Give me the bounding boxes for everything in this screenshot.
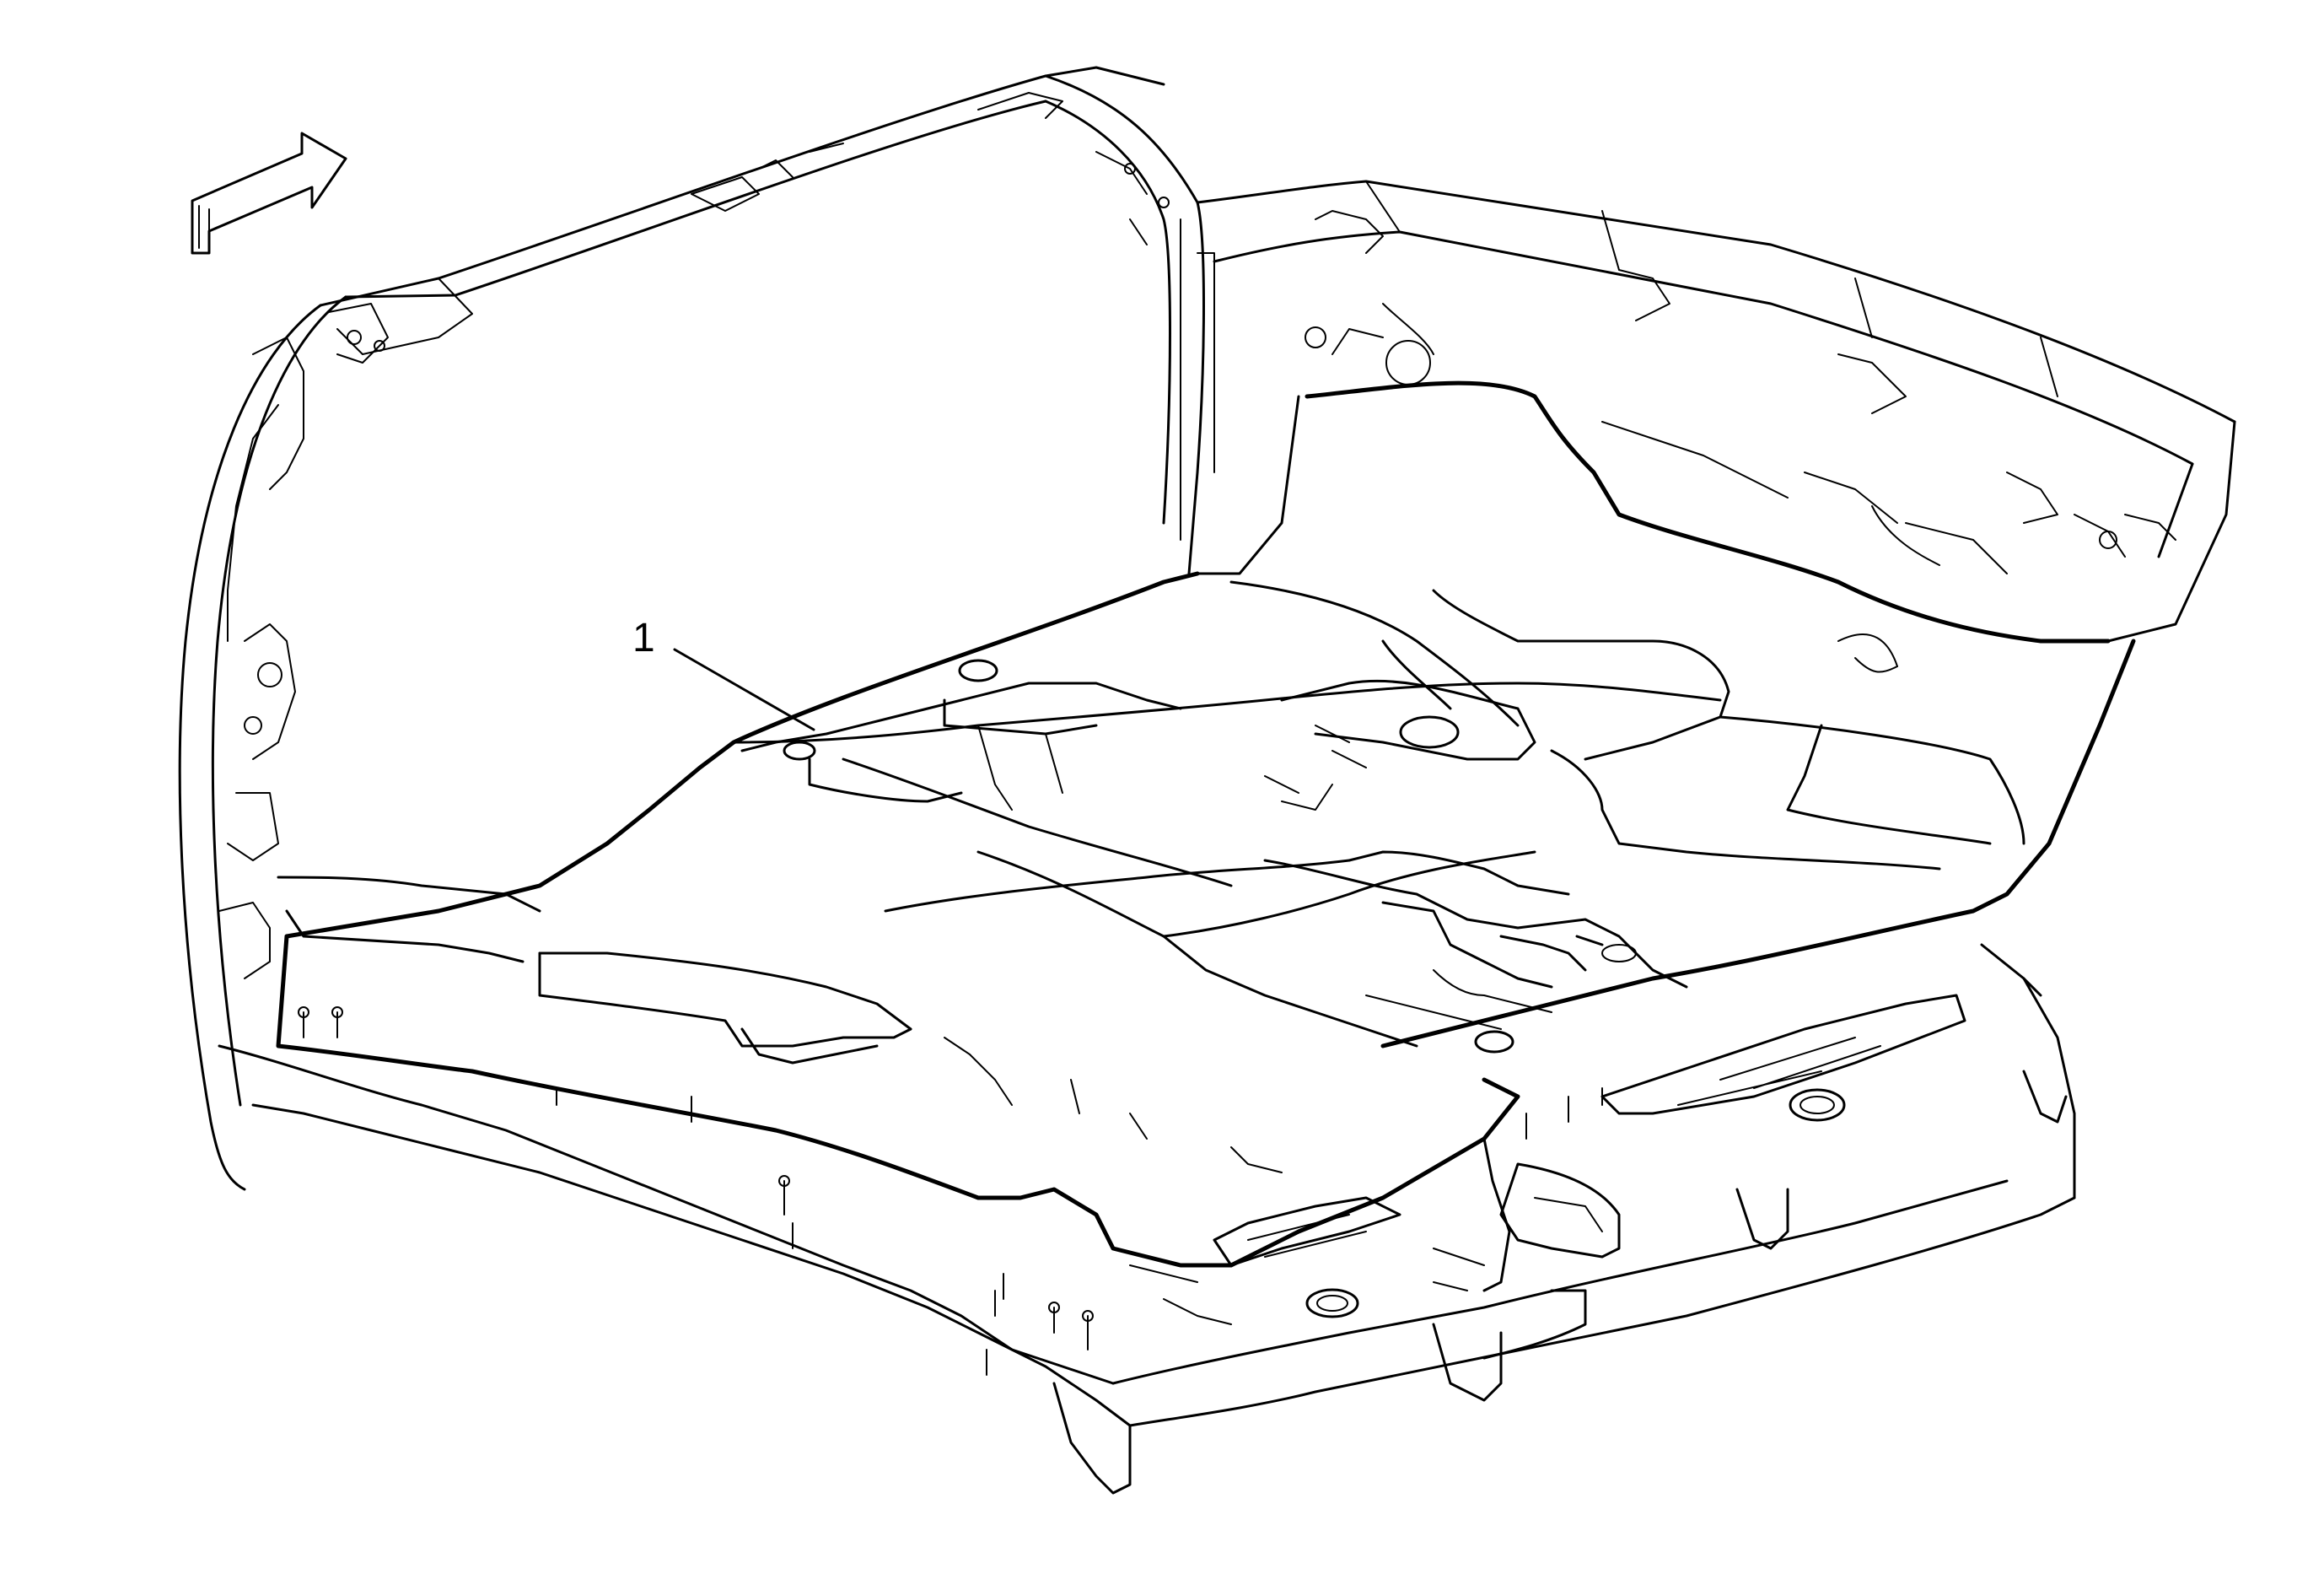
callout-label: 1 [632, 616, 655, 660]
left-pillar-details [218, 303, 389, 979]
body-shell [178, 66, 2236, 1191]
front-direction-arrow-icon [191, 132, 347, 255]
floor-carpet [276, 571, 2136, 1268]
roof-rail-details [691, 92, 1170, 245]
callout-1: 1 [632, 616, 815, 731]
floor-pan [218, 943, 2076, 1495]
firewall [1196, 303, 2111, 644]
callout-leader-line [673, 648, 815, 731]
cowl-details [1315, 210, 2176, 558]
